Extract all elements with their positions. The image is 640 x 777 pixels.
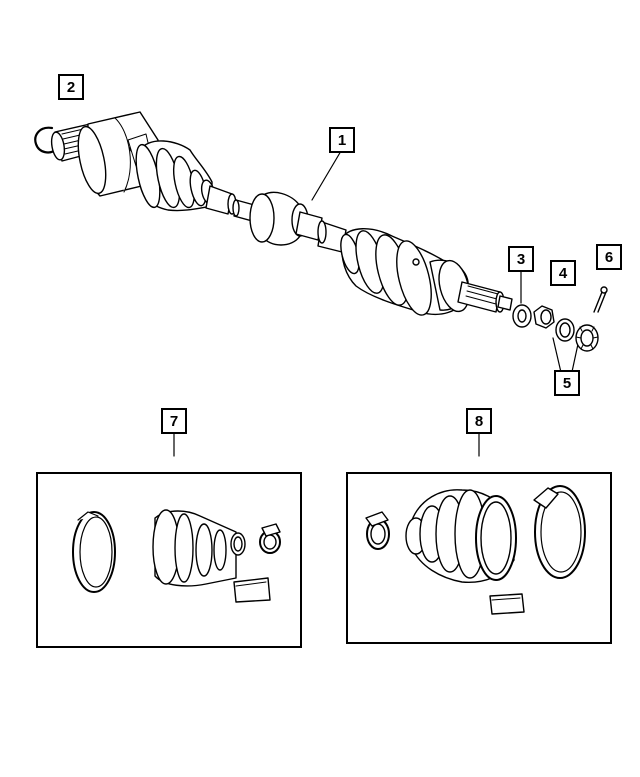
spring-washer xyxy=(556,319,574,341)
small-boot-clamp-8 xyxy=(366,512,389,549)
cotter-pin xyxy=(594,287,607,312)
small-boot-clamp xyxy=(260,524,280,553)
callout-8: 8 xyxy=(466,408,492,434)
kit-8-box xyxy=(346,472,612,644)
grease-packet xyxy=(234,578,270,602)
outer-cv-joint xyxy=(430,257,512,314)
large-boot-clamp-8 xyxy=(534,486,585,578)
damper-weight xyxy=(250,192,308,245)
kit-8-parts xyxy=(366,486,585,614)
outer-boot xyxy=(337,228,464,318)
inner-boot xyxy=(132,141,217,211)
callout-7: 7 xyxy=(161,408,187,434)
large-boot-clamp xyxy=(73,512,115,592)
nut-lock xyxy=(576,325,598,351)
axle-shaft-mid xyxy=(296,212,346,252)
snap-ring xyxy=(35,128,57,153)
outer-boot-kit xyxy=(406,490,516,583)
inner-cv-joint xyxy=(50,112,158,196)
callout-3: 3 xyxy=(508,246,534,272)
callout-2: 2 xyxy=(58,74,84,100)
inner-boot-kit xyxy=(153,510,245,586)
kit-7-box xyxy=(36,472,302,648)
grease-packet-8 xyxy=(490,594,524,614)
kit-7-parts xyxy=(73,510,280,602)
washer xyxy=(513,305,531,327)
callout-4: 4 xyxy=(550,260,576,286)
hub-nut xyxy=(534,306,554,328)
callout-6: 6 xyxy=(596,244,622,270)
callout-1: 1 xyxy=(329,127,355,153)
callout-5: 5 xyxy=(554,370,580,396)
